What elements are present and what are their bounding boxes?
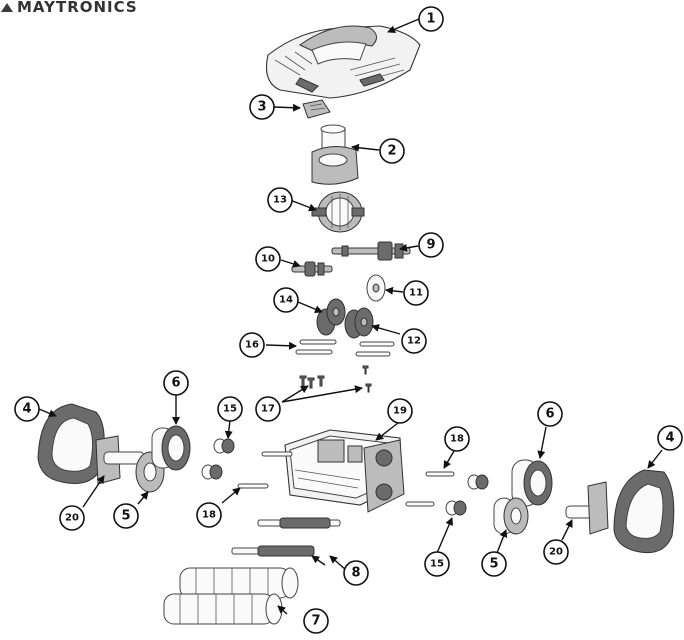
callout-8: 8	[343, 560, 369, 586]
part-pins	[295, 339, 395, 357]
callout-6-left: 6	[163, 370, 189, 396]
callout-3: 3	[249, 94, 275, 120]
part-bracket-left	[95, 435, 145, 485]
callout-19: 19	[387, 398, 413, 424]
brand-header: MAYTRONICS	[0, 0, 138, 16]
svg-text:4: 4	[22, 402, 31, 417]
callout-14: 14	[273, 287, 299, 313]
callout-7: 7	[303, 608, 329, 634]
part-washer	[366, 274, 386, 302]
part-brush-shafts	[231, 517, 341, 557]
callout-9: 9	[418, 232, 444, 258]
brand-name: MAYTRONICS	[17, 0, 138, 16]
svg-text:14: 14	[279, 295, 293, 306]
callout-10: 10	[255, 246, 281, 272]
callout-18-left: 18	[196, 502, 222, 528]
svg-text:10: 10	[261, 254, 275, 265]
part-bracket-right	[565, 481, 609, 535]
part-clip	[302, 99, 331, 119]
part-motor-housing	[311, 124, 359, 185]
callout-17: 17	[255, 396, 281, 422]
svg-text:8: 8	[351, 566, 360, 581]
part-axles-left	[237, 451, 293, 489]
svg-text:16: 16	[245, 340, 259, 351]
part-small-gear-shaft	[291, 261, 333, 277]
svg-text:2: 2	[387, 144, 396, 159]
svg-text:5: 5	[121, 509, 130, 524]
callout-18-right: 18	[444, 426, 470, 452]
part-top-cover	[265, 25, 421, 99]
svg-text:11: 11	[409, 288, 423, 299]
svg-text:19: 19	[393, 406, 407, 417]
svg-text:17: 17	[261, 404, 275, 415]
callout-20-right: 20	[543, 539, 569, 565]
callout-2: 2	[379, 138, 405, 164]
svg-text:3: 3	[257, 100, 266, 115]
part-right-gears	[344, 307, 374, 339]
svg-text:1: 1	[426, 12, 435, 27]
callout-6-right: 6	[537, 401, 563, 427]
svg-text:7: 7	[311, 614, 320, 629]
part-bushings-right	[445, 474, 489, 516]
callout-5-left: 5	[113, 503, 139, 529]
callout-11: 11	[403, 280, 429, 306]
svg-text:9: 9	[426, 238, 435, 253]
svg-text:6: 6	[171, 376, 180, 391]
callout-13: 13	[267, 187, 293, 213]
callout-16: 16	[239, 332, 265, 358]
part-track-right	[613, 469, 675, 554]
part-track-left	[37, 403, 105, 484]
callout-15-left: 15	[217, 396, 243, 422]
svg-text:20: 20	[65, 513, 79, 524]
part-axles-right	[405, 471, 455, 507]
callout-12: 12	[401, 328, 427, 354]
svg-text:15: 15	[223, 404, 237, 415]
svg-text:12: 12	[407, 336, 421, 347]
svg-text:20: 20	[549, 547, 563, 558]
part-drive-shaft	[331, 241, 411, 261]
part-wheel-small-right	[493, 497, 529, 535]
part-impeller-assembly	[311, 191, 365, 233]
callout-4-right: 4	[657, 425, 683, 451]
svg-text:15: 15	[430, 559, 444, 570]
part-bushings-left	[201, 438, 235, 480]
svg-text:5: 5	[489, 557, 498, 572]
part-chassis	[284, 429, 405, 513]
callout-1: 1	[418, 6, 444, 32]
callout-20-left: 20	[59, 505, 85, 531]
part-wheel-large-left	[151, 425, 191, 471]
leader-lines	[38, 18, 663, 615]
part-wheel-large-right	[511, 459, 553, 507]
svg-text:13: 13	[273, 195, 287, 206]
callout-4-left: 4	[14, 396, 40, 422]
svg-text:18: 18	[450, 434, 464, 445]
part-brushes	[163, 567, 299, 625]
svg-text:18: 18	[202, 510, 216, 521]
brand-logo-icon	[1, 3, 13, 12]
svg-text:4: 4	[665, 431, 674, 446]
callout-15-right: 15	[424, 551, 450, 577]
part-left-gears	[316, 298, 346, 336]
callout-5-right: 5	[481, 551, 507, 577]
svg-text:6: 6	[545, 407, 554, 422]
